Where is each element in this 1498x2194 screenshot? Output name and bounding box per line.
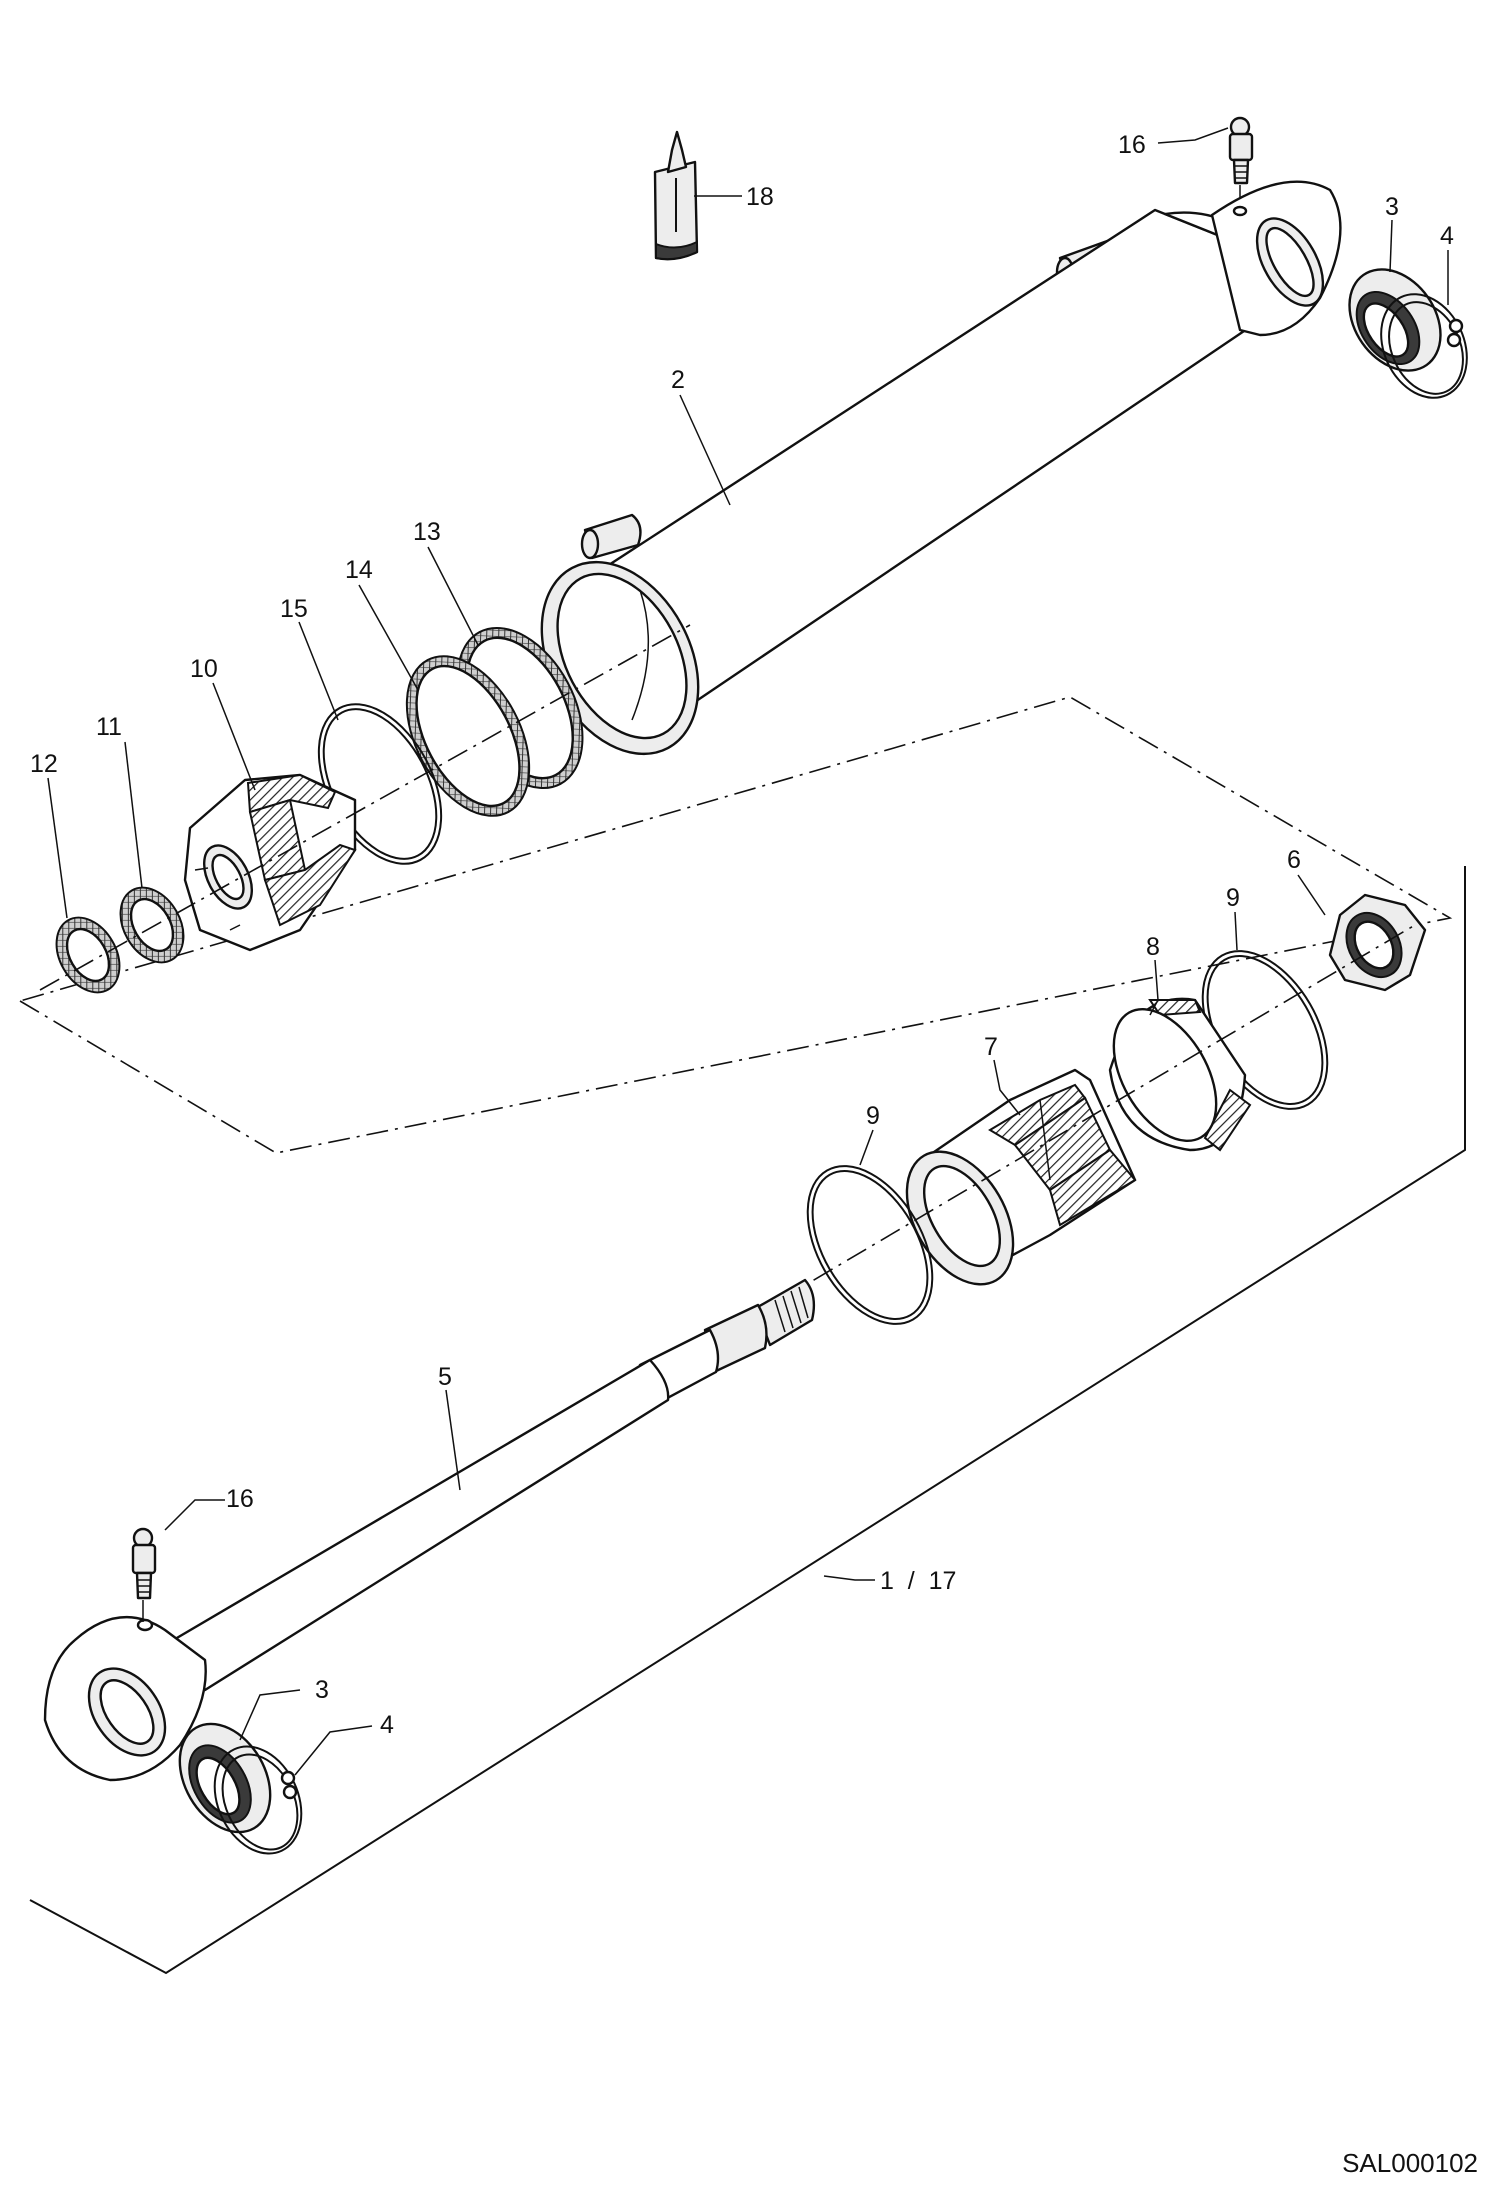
cylinder-barrel-part-2 <box>540 180 1342 756</box>
upper-centerline <box>39 624 691 991</box>
callout-18: 18 <box>746 183 774 211</box>
callout-8: 8 <box>1146 933 1160 961</box>
leader-lines <box>47 127 1449 1776</box>
callout-9-left: 9 <box>866 1102 880 1130</box>
o-ring-left-part-9 <box>806 1165 934 1325</box>
circlip-bottom-part-4 <box>213 1745 303 1855</box>
lower-centerline <box>779 924 1416 1301</box>
cylinder-head-part-10 <box>183 773 357 952</box>
grease-nipple-top-part-16 <box>1228 116 1254 210</box>
callout-labels: 16 18 3 4 2 13 14 15 10 11 12 6 9 8 7 9 … <box>30 131 1478 2178</box>
callout-11: 11 <box>96 713 122 741</box>
guide-ring-part-8 <box>1108 997 1252 1152</box>
grease-tube-part-18 <box>653 130 699 261</box>
callout-3-top: 3 <box>1385 193 1399 221</box>
assembly-boundary <box>29 866 1466 1975</box>
wiper-ring-part-11 <box>119 886 185 964</box>
assembly-callout: 1 / 17 <box>880 1567 956 1595</box>
callout-7: 7 <box>984 1033 998 1061</box>
callout-10: 10 <box>190 655 218 683</box>
wiper-ring-part-12 <box>55 916 121 994</box>
grease-nipple-bottom-part-16 <box>131 1527 157 1622</box>
callout-12: 12 <box>30 750 58 778</box>
callout-9-right: 9 <box>1226 884 1240 912</box>
piston-rod-part-5 <box>43 1278 816 1782</box>
lock-nut-part-6 <box>1328 893 1427 992</box>
callout-15: 15 <box>280 595 308 623</box>
callout-16-bottom: 16 <box>226 1485 254 1513</box>
callout-3-bottom: 3 <box>315 1676 329 1704</box>
seal-ring-part-14 <box>405 655 531 817</box>
callout-2: 2 <box>671 366 685 394</box>
circlip-top-part-4 <box>1380 293 1468 399</box>
piston-part-7 <box>905 1068 1137 1286</box>
spherical-bearing-top-part-3 <box>1348 268 1442 372</box>
seal-kit-boundary <box>19 696 1453 1154</box>
drawing-code: SAL000102 <box>1342 2148 1478 2178</box>
callout-6: 6 <box>1287 846 1301 874</box>
spherical-bearing-bottom-part-3 <box>178 1722 272 1834</box>
callout-4-bottom: 4 <box>380 1711 394 1739</box>
callout-4-top: 4 <box>1440 222 1454 250</box>
callout-5: 5 <box>438 1363 452 1391</box>
callout-16-top: 16 <box>1118 131 1146 159</box>
callout-14: 14 <box>345 556 373 584</box>
callout-13: 13 <box>413 518 441 546</box>
